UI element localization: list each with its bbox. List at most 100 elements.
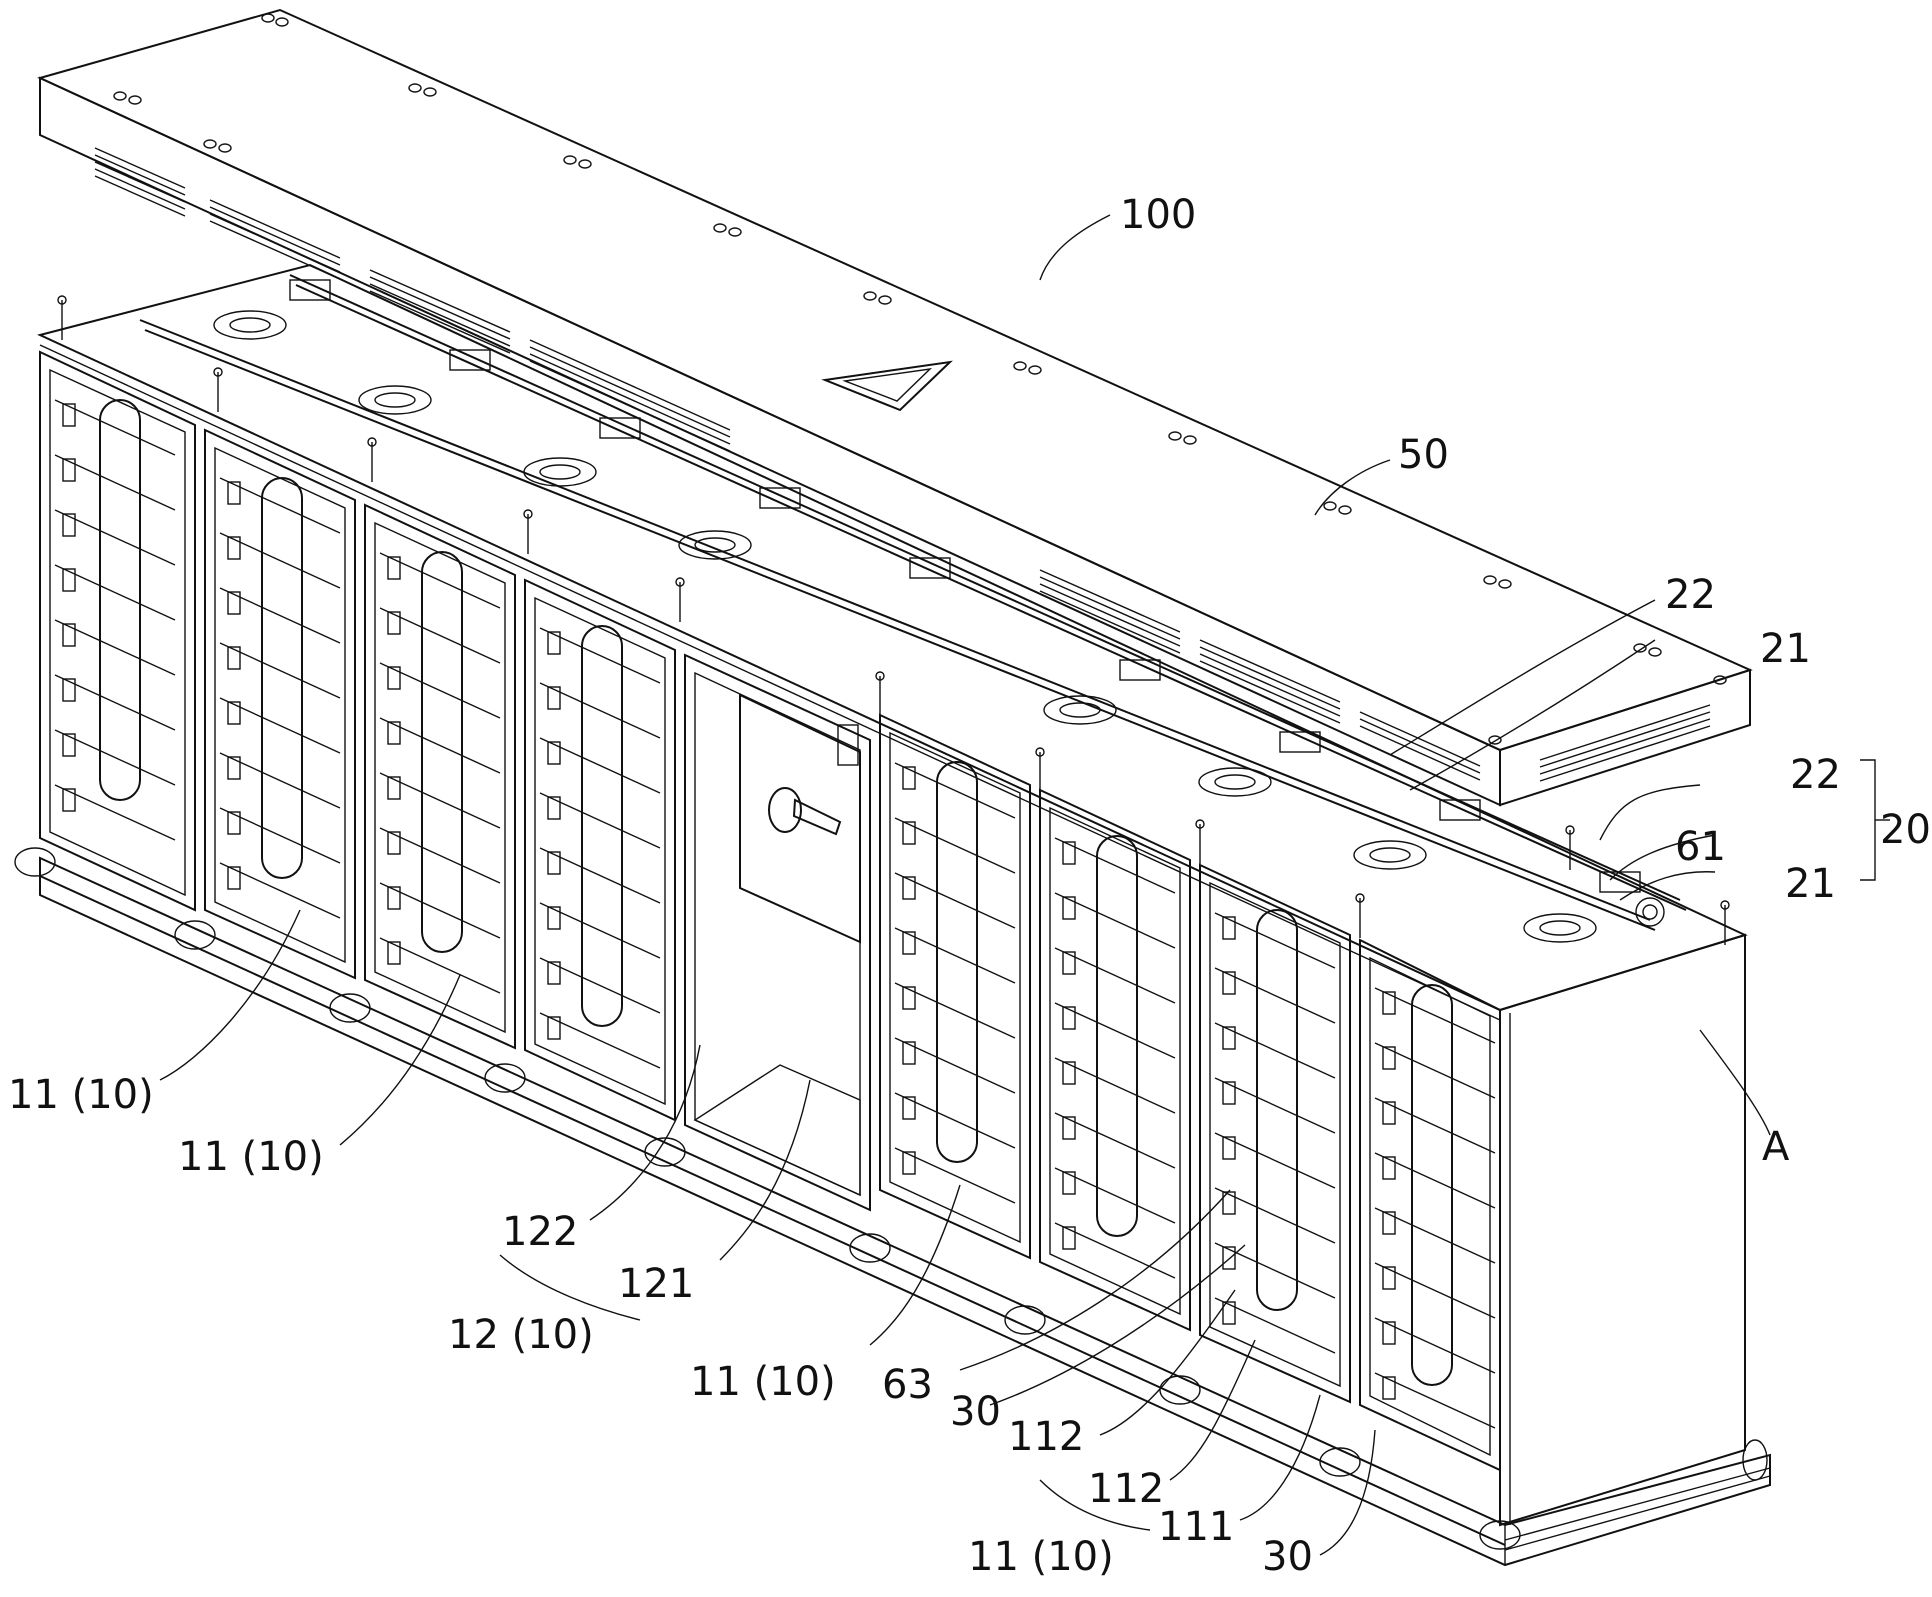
module-slot-line	[219, 642, 341, 699]
module-latch	[387, 556, 401, 580]
label-22-lower: 22	[1790, 752, 1841, 798]
module-slot-line	[539, 627, 661, 684]
label-A: A	[1762, 1124, 1790, 1170]
module-latch	[902, 986, 916, 1010]
module-latch	[1062, 1006, 1076, 1030]
module-slot-line	[54, 509, 176, 566]
label-121: 121	[618, 1261, 694, 1307]
module-latch	[387, 776, 401, 800]
module-latch	[1382, 1266, 1396, 1290]
module-slot-line	[1214, 967, 1336, 1024]
module-slot-line	[894, 927, 1016, 984]
module-slot-line	[1214, 912, 1336, 969]
module-latch	[62, 458, 76, 482]
module-latch	[1222, 971, 1236, 995]
module-slot-line	[379, 717, 501, 774]
module-latch	[62, 403, 76, 427]
label-21-upper: 21	[1760, 626, 1811, 672]
module-slot-line	[219, 752, 341, 809]
module-latch	[1222, 1246, 1236, 1270]
module-slot-line	[219, 862, 341, 919]
module-slot-line	[1374, 1207, 1496, 1264]
module-latch	[1062, 1116, 1076, 1140]
module-latch	[227, 591, 241, 615]
module-slot-line	[379, 937, 501, 994]
module-latch	[547, 631, 561, 655]
module-latch	[227, 811, 241, 835]
module-slot-line	[54, 564, 176, 621]
module-latch	[547, 796, 561, 820]
module-latch	[1062, 1061, 1076, 1085]
module-latch	[1222, 1026, 1236, 1050]
module-latch	[62, 513, 76, 537]
module-latch	[227, 646, 241, 670]
label-30-right: 30	[1262, 1534, 1313, 1580]
module-latch	[227, 536, 241, 560]
module-latch	[1382, 1046, 1396, 1070]
module-latch	[547, 1016, 561, 1040]
module-slot-line	[1374, 1262, 1496, 1319]
module-latch	[1382, 1211, 1396, 1235]
module-slot-line	[1214, 1242, 1336, 1299]
module-slot-line	[1374, 1097, 1496, 1154]
module-latch	[62, 568, 76, 592]
label-22-upper: 22	[1665, 572, 1716, 618]
module-latch	[62, 788, 76, 812]
module-slot-line	[379, 607, 501, 664]
module-slot-line	[1374, 1317, 1496, 1374]
module-latch	[227, 866, 241, 890]
module-slot-line	[54, 399, 176, 456]
label-100: 100	[1120, 192, 1196, 238]
rack-top	[37, 263, 1748, 1021]
module-slot-line	[1054, 1112, 1176, 1169]
module-slot-line	[539, 737, 661, 794]
module-latch	[1062, 841, 1076, 865]
module-latch	[62, 733, 76, 757]
reference-labels: 100 50 22 21 22 20 61 21 A 11 (10) 11 (1…	[8, 192, 1931, 1580]
module-slot-line	[894, 982, 1016, 1039]
right-end-panel	[1499, 933, 1746, 1527]
base-rail	[39, 856, 1771, 1567]
module-slot-line	[1054, 1222, 1176, 1279]
module-latch	[1222, 1301, 1236, 1325]
module-latch	[902, 931, 916, 955]
module-slot-line	[54, 674, 176, 731]
top-cover	[37, 8, 1753, 807]
module-latch	[902, 821, 916, 845]
module-slot-line	[219, 477, 341, 534]
module-slot-line	[1374, 987, 1496, 1044]
module-slot-line	[1054, 1057, 1176, 1114]
label-21-lower: 21	[1785, 861, 1836, 907]
module-latch	[1222, 1081, 1236, 1105]
module-slot-line	[1054, 1167, 1176, 1224]
module-latch	[547, 851, 561, 875]
module-latch	[1062, 1171, 1076, 1195]
module-latch	[1062, 896, 1076, 920]
module-slot-line	[1374, 1042, 1496, 1099]
label-111: 111	[1158, 1504, 1234, 1550]
label-12-10: 12 (10)	[448, 1312, 594, 1358]
module-latch	[1382, 1101, 1396, 1125]
module-latch	[387, 666, 401, 690]
module-latch	[62, 678, 76, 702]
label-50: 50	[1398, 432, 1449, 478]
module-slot-line	[219, 697, 341, 754]
module-latch	[902, 1096, 916, 1120]
module-latch	[1382, 1321, 1396, 1345]
module-slot-line	[894, 817, 1016, 874]
module-slot-line	[379, 772, 501, 829]
module-latch	[1062, 1226, 1076, 1250]
module-slot-line	[219, 807, 341, 864]
module-latch	[547, 906, 561, 930]
module-slot-line	[379, 662, 501, 719]
label-122: 122	[502, 1209, 578, 1255]
label-11-10-second: 11 (10)	[178, 1134, 324, 1180]
module-latch	[547, 961, 561, 985]
module-slot-line	[1054, 892, 1176, 949]
module-slot-line	[54, 784, 176, 841]
module-latch	[387, 721, 401, 745]
module-slot-line	[1214, 1022, 1336, 1079]
module-slot-line	[1054, 837, 1176, 894]
module-latch	[62, 623, 76, 647]
